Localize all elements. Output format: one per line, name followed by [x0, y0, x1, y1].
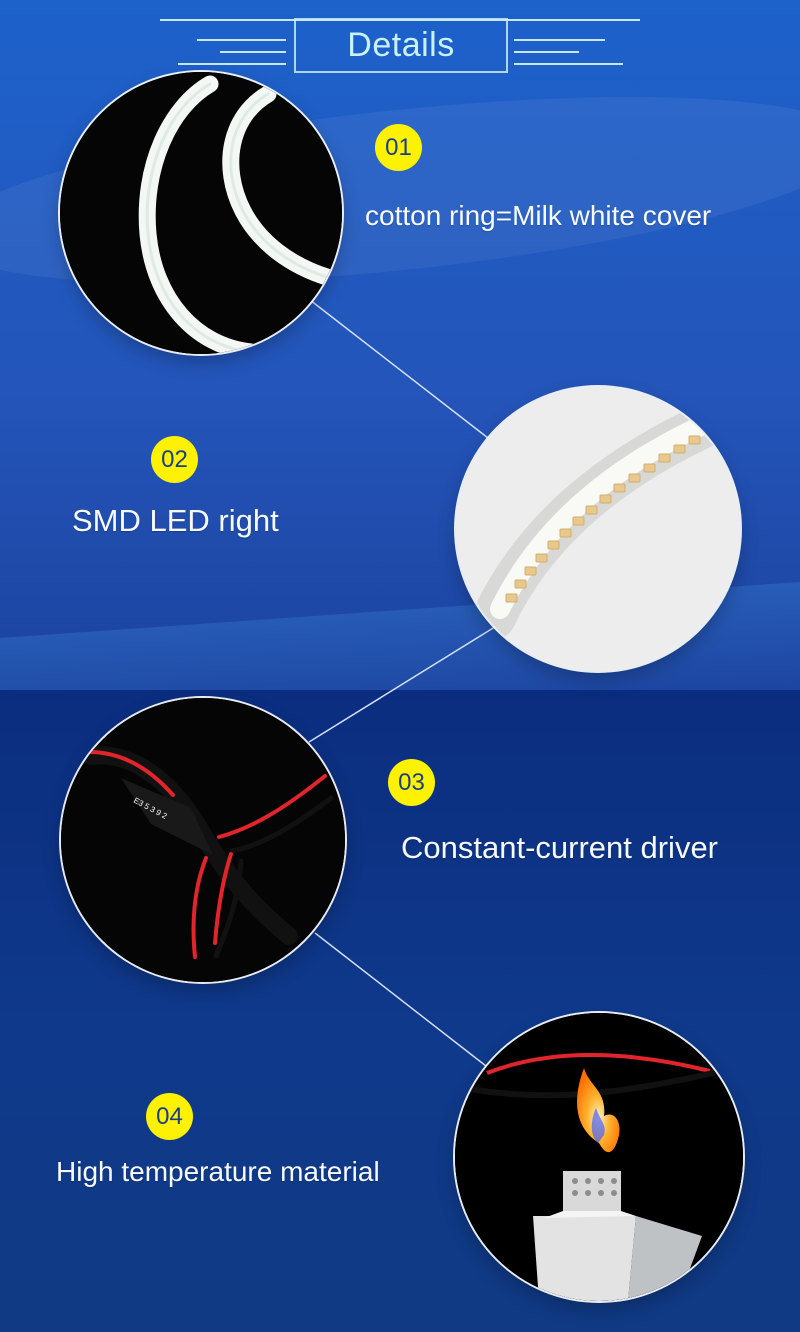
milk-white-ring-image [60, 72, 342, 354]
led-strip-illustration [456, 387, 740, 671]
detail-label-02: SMD LED right [72, 503, 279, 538]
detail-label-04: High temperature material [56, 1156, 380, 1187]
smd-led-strip-image [456, 387, 740, 671]
detail-label-01: cotton ring=Milk white cover [365, 200, 712, 231]
driver-illustration: E3 5 3 9 2 [61, 698, 345, 982]
detail-number-02: 02 [151, 436, 198, 483]
lighter-illustration [455, 1013, 743, 1301]
detail-number-04: 04 [146, 1093, 193, 1140]
detail-number-03: 03 [388, 759, 435, 806]
detail-label-03: Constant-current driver [401, 830, 719, 865]
details-title: Details [294, 18, 508, 73]
ring-illustration [60, 72, 342, 354]
driver-wire-image: E3 5 3 9 2 [61, 698, 345, 982]
detail-number-01: 01 [375, 124, 422, 171]
lighter-flame-image [455, 1013, 743, 1301]
